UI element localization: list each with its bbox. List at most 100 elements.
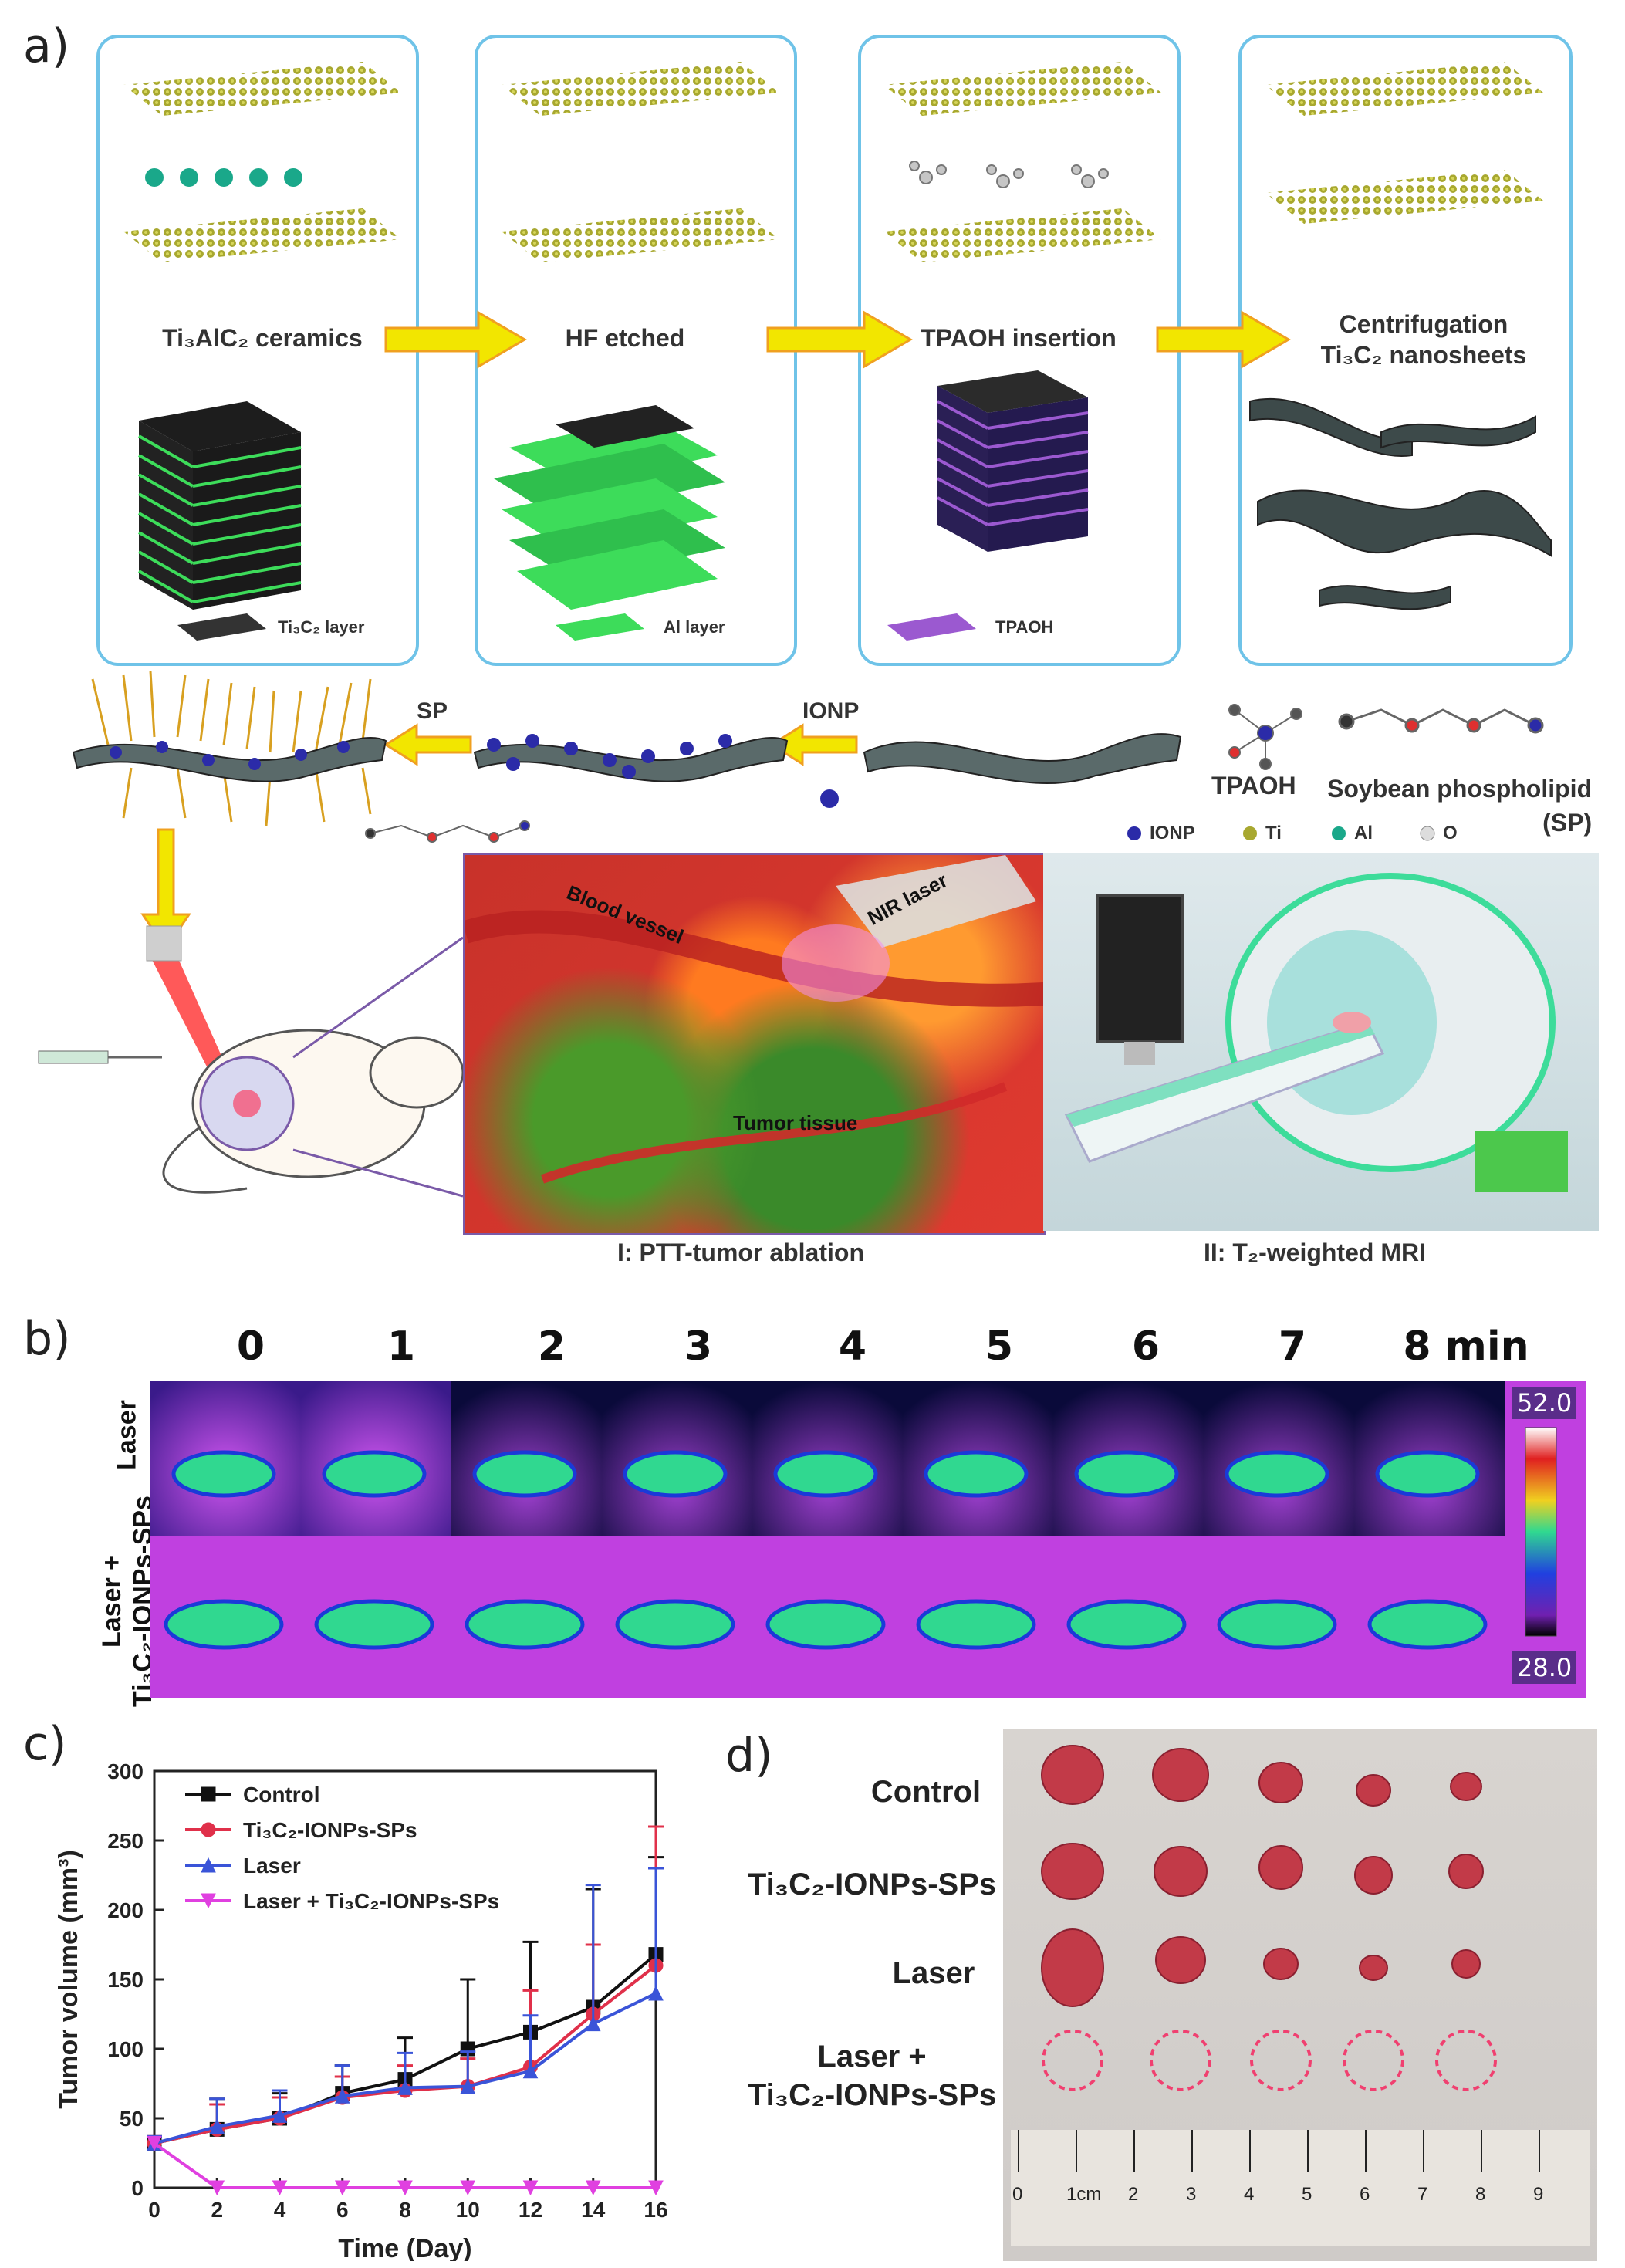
box3-tpaoh-molecules [909,161,1109,188]
arrow-right-2 [766,310,913,369]
thermal-image-grid [150,1381,1586,1698]
data-point [397,2180,413,2196]
zoom-line-top [292,936,464,1059]
legend-entry: Laser [243,1854,301,1878]
ptt-tag-tissue: Tumor tissue [733,1111,858,1134]
box4-ti-layer-bottom [1265,170,1543,224]
d-row-label-laser-ti3c2: Laser + Ti₃C₂-IONPs-SPs [747,2040,997,2112]
ruler-label-5: 5 [1302,2184,1312,2205]
bare-nanosheet [863,733,1182,785]
ptt-overlay [461,855,1045,1184]
legend-swatch-al [556,613,644,641]
sp-coated-sheet [72,671,387,826]
panel-b-letter: b) [23,1312,71,1366]
box2-ti-layer-bottom [502,208,779,262]
y-tick-label: 150 [107,1968,144,1992]
ruler-labels: 0 1cm 2 3 4 5 6 7 8 9 [1003,2184,1597,2215]
tumor-photo [1003,1729,1597,2261]
row-label-laser-ti3c2: Laser + Ti₃C₂-IONPs-SPs [97,1496,157,1707]
atom-o-dot [1420,826,1435,841]
data-point [522,2180,539,2196]
mouse-treatment-illustration [38,925,465,1198]
x-tick-label: 8 [399,2198,411,2222]
x-tick-label: 4 [274,2198,286,2222]
x-axis-label: Time (Day) [338,2234,471,2261]
atom-ti-label: Ti [1265,823,1282,843]
time-label-4: 4 [838,1323,867,1370]
ruler [1011,2130,1590,2246]
x-tick-label: 6 [336,2198,349,2222]
arrow-right-1 [384,310,527,369]
ruler-label-0: 0 [1012,2184,1023,2205]
arrow-left-sp [383,723,472,766]
data-point [460,2180,476,2196]
atom-al-dot [1332,826,1346,840]
step-box-3 [858,35,1181,666]
thermal-color-scale [1525,1427,1557,1637]
data-point [648,1985,664,2001]
arrow-left-ionp [769,723,858,766]
ruler-label-1: 1cm [1066,2184,1102,2205]
legend-entry: Control [243,1783,320,1807]
box3-ti-layer-top [883,62,1161,116]
legend-label-ti3c2: Ti₃C₂ layer [278,617,365,637]
y-tick-label: 0 [131,2176,144,2200]
ruler-label-3: 3 [1186,2184,1197,2205]
syringe-icon [38,1050,162,1064]
laser-row-frames [150,1381,1505,1536]
data-point [648,2180,664,2196]
tumor-spot [233,1090,261,1117]
atom-ti-dot [1243,826,1257,840]
x-tick-label: 16 [644,2198,667,2222]
x-tick-label: 0 [148,2198,160,2222]
box3-tpaoh-cube [937,370,1089,552]
y-tick-label: 100 [107,2037,144,2061]
time-label-2: 2 [537,1323,566,1370]
ruler-label-6: 6 [1360,2184,1370,2205]
panel-d-letter: d) [725,1729,773,1783]
data-point [397,2080,413,2095]
tpaoh-label: TPAOH [1211,772,1296,799]
tumor-specimens [1041,1745,1484,2007]
data-point [209,2118,225,2134]
panel-a-letter: a) [23,19,70,73]
ptt-tumor-ablation-image [461,853,1046,1235]
data-point [209,2180,225,2196]
ruler-label-8: 8 [1475,2184,1486,2205]
d-row-label-laser: Laser [892,1956,975,1990]
zoom-line-bottom [292,1148,464,1198]
step-label-1: Ti₃AlC₂ ceramics [162,324,363,352]
data-point [334,2088,350,2104]
thermal-frames [150,1381,1557,1650]
time-label-0: 0 [236,1323,265,1370]
arrow-ionp-label: IONP [802,698,860,724]
data-point [334,2180,350,2196]
y-tick-label: 200 [107,1898,144,1922]
d-row-label-ti3c2: Ti₃C₂-IONPs-SPs [747,1867,997,1901]
data-point [147,2135,162,2151]
box3-ti-layer-bottom [883,208,1161,262]
mouse-silhouettes [164,1450,1488,1650]
legend-swatch-tpaoh [887,613,976,641]
box2-ti-layer-top [502,62,779,116]
data-point [201,1822,216,1837]
ruler-label-2: 2 [1128,2184,1139,2205]
step-label-3: TPAOH insertion [921,324,1117,352]
box2-etched-stack [494,405,725,610]
arrow-sp-label: SP [417,698,448,724]
process-arrows [140,310,1291,951]
mri-scanner-image [1043,853,1599,1231]
data-point [201,1786,216,1802]
arrow-right-3 [1156,310,1291,369]
laser-head [146,925,182,962]
data-point [522,2063,539,2079]
sp-molecule [1338,708,1544,734]
atom-al-label: Al [1354,823,1373,843]
tumor-absent-circles [1042,2030,1497,2091]
y-tick-label: 250 [107,1829,144,1853]
ionp-coated-sheet [473,734,789,782]
legend-label-al: Al layer [664,617,725,637]
atom-ionp-dot [1127,826,1141,840]
d-row-label-control: Control [870,1775,981,1809]
